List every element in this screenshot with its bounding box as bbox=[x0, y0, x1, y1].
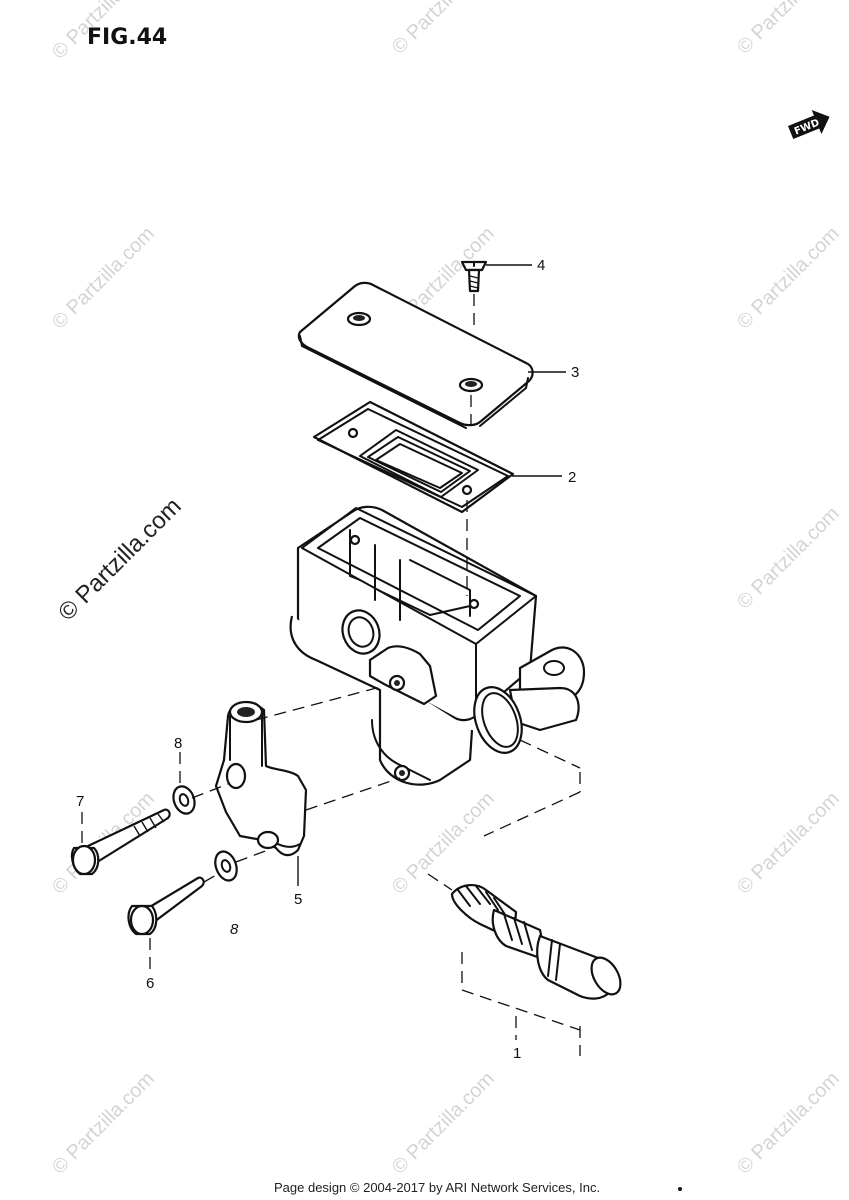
footer-dot bbox=[678, 1187, 682, 1191]
callout-leaders bbox=[297, 264, 566, 886]
part-2-diaphragm bbox=[312, 400, 515, 514]
watermark: © Partzilla.com bbox=[733, 788, 844, 899]
callout-4: 4 bbox=[537, 257, 545, 274]
part-3-reservoir-cap bbox=[297, 281, 534, 429]
callout-2: 2 bbox=[568, 469, 576, 486]
part-6-lower-bolt bbox=[127, 876, 205, 936]
watermark: © Partzilla.com bbox=[48, 223, 159, 334]
part-4-cap-screw bbox=[460, 260, 488, 293]
part-8-washer-upper bbox=[172, 785, 196, 815]
figure-title: FIG.44 bbox=[87, 25, 167, 50]
watermark: © Partzilla.com bbox=[733, 1068, 844, 1179]
part-7-upper-bolt bbox=[70, 808, 171, 876]
part-8-washer-lower bbox=[214, 850, 238, 882]
watermark: © Partzilla.com bbox=[733, 503, 844, 614]
watermark: © Partzilla.com bbox=[733, 223, 844, 334]
callout-5: 5 bbox=[294, 891, 302, 908]
assembly-lines bbox=[81, 294, 581, 1056]
footer-copyright: Page design © 2004-2017 by ARI Network S… bbox=[274, 1180, 600, 1195]
callout-8-lower: 8 bbox=[230, 921, 239, 938]
fwd-arrow-icon: FWD bbox=[788, 109, 830, 139]
callout-1: 1 bbox=[513, 1045, 521, 1062]
watermark: © Partzilla.com bbox=[733, 0, 844, 59]
master-cylinder-body bbox=[289, 505, 586, 786]
callout-7: 7 bbox=[76, 793, 84, 810]
watermark: © Partzilla.com bbox=[48, 1068, 159, 1179]
watermark: © Partzilla.com bbox=[388, 788, 499, 899]
part-1-piston-kit bbox=[450, 884, 622, 1000]
callouts: 4 3 2 8 7 5 8 6 1 bbox=[76, 257, 579, 1062]
callout-3: 3 bbox=[571, 364, 579, 381]
watermark: © Partzilla.com bbox=[388, 1068, 499, 1179]
watermark: © Partzilla.com bbox=[388, 0, 499, 59]
callout-8-upper: 8 bbox=[174, 735, 182, 752]
callout-6: 6 bbox=[146, 975, 154, 992]
watermark-prominent: © Partzilla.com bbox=[53, 493, 186, 626]
part-5-holder bbox=[214, 700, 308, 857]
